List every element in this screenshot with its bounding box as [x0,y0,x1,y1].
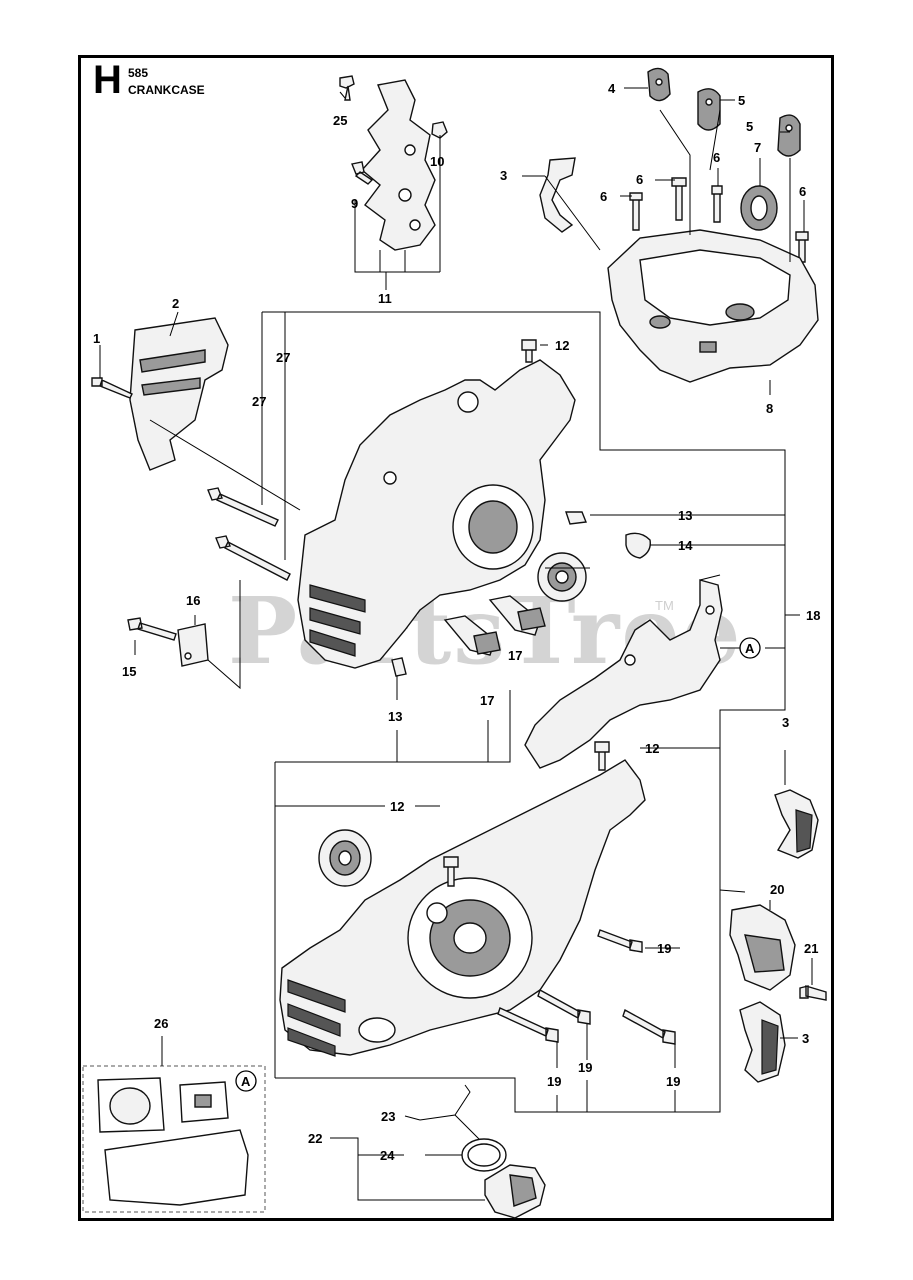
callout-16: 16 [186,593,200,608]
section-letter: H [93,58,122,102]
part-11-bracket[interactable] [360,79,436,251]
callout-19-b: 19 [547,1074,561,1089]
callout-2: 2 [172,296,179,311]
part-12-screw-a[interactable] [521,339,537,363]
callout-19-c: 19 [578,1060,592,1075]
callout-27-a: 27 [252,394,266,409]
callout-7: 7 [754,140,761,155]
callout-3-top: 3 [500,168,507,183]
part-13-pin-b[interactable] [391,657,407,677]
callout-19-d: 19 [666,1074,680,1089]
callout-23: 23 [381,1109,395,1124]
kit-marker-label: A [745,641,755,656]
callout-13-a: 13 [678,508,692,523]
callout-27-b: 27 [276,350,290,365]
callout-3-mid: 3 [782,715,789,730]
callout-9: 9 [351,196,358,211]
callout-3-bottom: 3 [802,1031,809,1046]
callout-5-a: 5 [738,93,745,108]
crankcase-upper-half[interactable] [297,359,576,669]
part-14-plug[interactable] [625,532,651,559]
part-6-screw-b[interactable] [671,177,687,221]
callout-24: 24 [380,1148,395,1163]
part-26-gasket-kit-box [82,1065,266,1213]
callout-17-a: 17 [508,648,522,663]
part-27-screw-b[interactable] [215,535,291,581]
part-5-buffer-a[interactable] [697,88,721,131]
callout-6-b: 6 [636,172,643,187]
callout-6-a: 6 [600,189,607,204]
callout-20: 20 [770,882,784,897]
callout-6-c: 6 [713,150,720,165]
part-18-gasket[interactable] [524,579,723,769]
part-19-screw-b[interactable] [497,1007,559,1043]
part-19-screw-a[interactable] [597,929,643,953]
diagram-title: CRANKCASE [128,83,205,97]
part-25-screw[interactable] [339,75,355,101]
kit-marker-circle-box [235,1070,257,1092]
callout-10: 10 [430,154,444,169]
part-23-wire[interactable] [419,1084,481,1141]
part-3-clip-top[interactable] [539,157,576,233]
callout-15: 15 [122,664,136,679]
part-12-screw-c[interactable] [443,856,459,887]
part-12-screw-b[interactable] [594,741,610,771]
part-13-pin-a[interactable] [565,511,587,525]
part-6-screw-a[interactable] [629,192,643,231]
part-21-screw[interactable] [799,985,827,1001]
part-5-buffer-b[interactable] [777,114,801,157]
callout-26: 26 [154,1016,168,1031]
callout-12-c: 12 [390,799,404,814]
callout-4: 4 [608,81,616,96]
callout-25: 25 [333,113,347,128]
model-number: 585 [128,66,149,80]
callout-5-b: 5 [746,119,753,134]
callout-12-b: 12 [645,741,659,756]
part-16-plate[interactable] [177,623,209,667]
part-19-screw-c[interactable] [537,988,591,1025]
part-27-screw-a[interactable] [207,487,279,527]
callout-12-a: 12 [555,338,569,353]
kit-marker-label-box: A [241,1074,251,1089]
part-1-screw[interactable] [91,377,133,399]
callout-numbers: 1 2 3 3 3 4 5 5 6 6 6 6 7 8 9 10 11 12 1… [93,81,820,1163]
part-6-screw-c[interactable] [711,185,723,223]
callout-8: 8 [766,401,773,416]
callout-11: 11 [378,291,392,306]
callout-14: 14 [678,538,693,553]
callout-13-b: 13 [388,709,402,724]
callout-6-d: 6 [799,184,806,199]
callout-21: 21 [804,941,818,956]
leader-lines [99,87,813,1201]
callout-1: 1 [93,331,100,346]
watermark-trademark: TM [655,598,674,613]
callout-19-a: 19 [657,941,671,956]
kit-marker-circle [739,637,761,659]
callout-18: 18 [806,608,820,623]
diagram-frame [78,55,834,1221]
callout-22: 22 [308,1131,322,1146]
part-9-screw[interactable] [351,161,374,185]
callout-17-b: 17 [480,693,494,708]
part-15-screw[interactable] [127,617,177,641]
part-10-nut[interactable] [431,121,448,139]
part-19-screw-d[interactable] [622,1008,676,1045]
